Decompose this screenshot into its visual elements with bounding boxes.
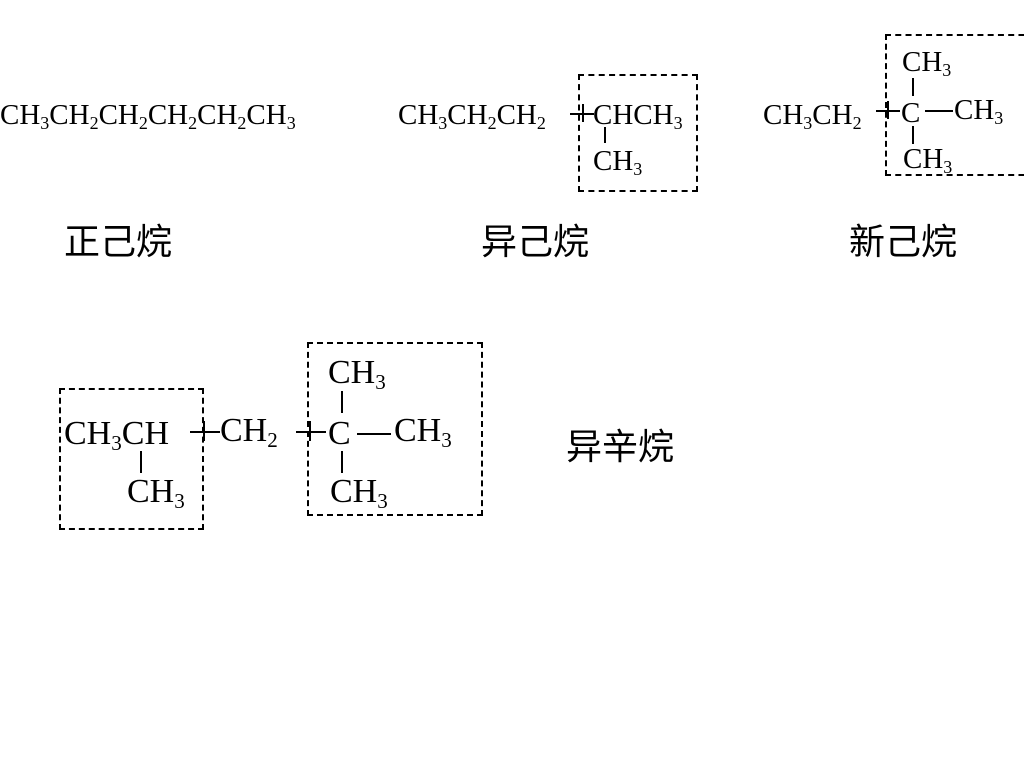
isooctane-right-dashed-box <box>307 342 483 516</box>
neohexane-bond-cut <box>887 101 889 119</box>
isooctane-bond-top <box>341 391 343 413</box>
neohexane-bond-bottom <box>912 126 914 144</box>
isooctane-name: 异辛烷 <box>566 427 675 468</box>
isooctane-bond-left <box>190 431 220 433</box>
neohexane-bond-top <box>912 78 914 96</box>
neohexane-bond-right <box>925 110 953 112</box>
isooctane-left-methyl: CH3 <box>127 473 185 513</box>
isooctane-top-methyl: CH3 <box>328 354 386 394</box>
isooctane-bond-middle <box>296 431 326 433</box>
isohexane-bond-cut <box>582 104 584 122</box>
neohexane-chain: CH3CH2 <box>763 99 862 134</box>
isooctane-bond-bottom <box>341 451 343 473</box>
isooctane-left-dashed-box <box>59 388 204 530</box>
isohexane-chain: CH3CH2CH2 <box>398 99 546 134</box>
neohexane-bottom-methyl: CH3 <box>903 143 953 178</box>
isohexane-methyl: CH3 <box>593 145 643 180</box>
isooctane-left-bond-vertical <box>140 451 142 473</box>
n-hexane-name: 正己烷 <box>64 222 173 263</box>
isooctane-center-carbon: C <box>328 415 351 452</box>
isooctane-bond-cut-left <box>203 421 205 441</box>
neohexane-top-methyl: CH3 <box>902 46 952 81</box>
isohexane-branch-group: CHCH3 <box>593 99 683 134</box>
isooctane-bond-cut-right <box>309 421 311 441</box>
isooctane-right-methyl: CH3 <box>394 412 452 452</box>
neohexane-dashed-box <box>885 34 1024 176</box>
isooctane-middle-group: CH2 <box>220 412 278 452</box>
n-hexane-formula: CH3CH2CH2CH2CH2CH3 <box>0 99 296 134</box>
neohexane-right-methyl: CH3 <box>954 94 1004 129</box>
isooctane-bottom-methyl: CH3 <box>330 473 388 513</box>
neohexane-center-carbon: C <box>901 97 921 129</box>
isooctane-left-group: CH3CH <box>64 415 170 455</box>
neohexane-name: 新己烷 <box>849 222 958 263</box>
isohexane-bond-vertical <box>604 127 606 143</box>
isohexane-name: 异己烷 <box>481 222 590 263</box>
isooctane-bond-right <box>357 433 391 435</box>
isohexane-dashed-box <box>578 74 698 192</box>
